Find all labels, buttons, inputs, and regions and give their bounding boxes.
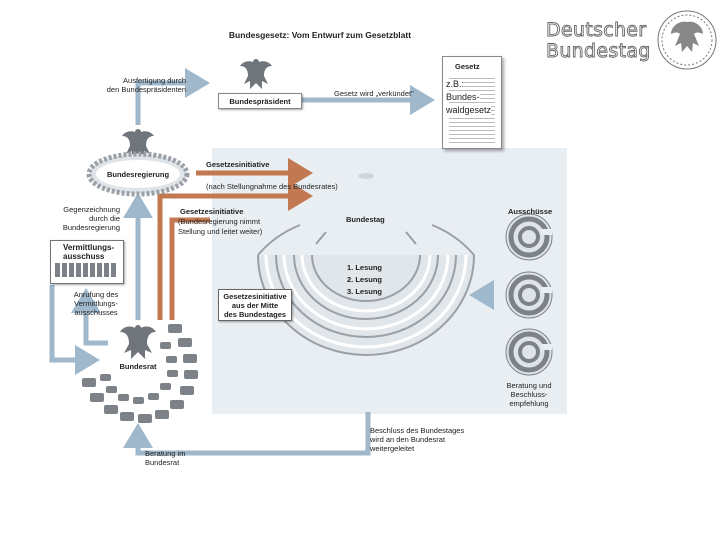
- lesung-2: 2. Lesung: [347, 275, 383, 284]
- initiative-1-note: (nach Stellungnahme des Bundesrates): [206, 182, 338, 191]
- bundespraesident-label: Bundespräsident: [229, 97, 291, 106]
- vermittlungsausschuss-box: Vermittlungs- ausschuss: [50, 240, 124, 284]
- gesetz-example-2: Bundes-: [446, 92, 480, 102]
- anrufung-line-1: Anrufung des: [73, 290, 119, 299]
- beratung-empfehlung-line-1: Beratung und: [506, 381, 552, 390]
- initiative-3-box: Gesetzesinitiative aus der Mitte des Bun…: [218, 289, 292, 321]
- eagle-icon: [240, 59, 272, 89]
- anrufung-line-3: ausschusses: [74, 308, 118, 317]
- ausfertigung-line-2: den Bundespräsidenten: [106, 85, 186, 94]
- initiative-2-note-2: Stellung und leitet weiter): [178, 227, 263, 236]
- initiative-2-title: Gesetzesinitiative: [180, 207, 244, 216]
- ausschuesse-label: Ausschüsse: [508, 207, 553, 216]
- ausfertigung-line-1: Ausfertigung durch: [123, 76, 186, 85]
- gesetz-doc-title: Gesetz: [455, 62, 480, 71]
- bundestag-logo-eagle: [657, 10, 717, 70]
- beratung-empfehlung-line-2: Beschluss-: [510, 390, 548, 399]
- gegenzeichnung-line-2: durch die: [89, 214, 120, 223]
- flow-arrows-blue: [49, 68, 494, 456]
- flow-arrows-orange: [157, 158, 313, 320]
- vermittlungsausschuss-line-1: Vermittlungs-: [63, 243, 115, 252]
- lesung-3: 3. Lesung: [347, 287, 383, 296]
- bundesrat-seats: [82, 324, 198, 423]
- initiative-3-line-3: des Bundestages: [223, 310, 287, 319]
- beschluss-line-2: wird an den Bundesrat: [370, 435, 446, 444]
- eagle-icon: [122, 129, 154, 159]
- initiative-2-note-1: (Bundesregierung nimmt: [178, 217, 261, 226]
- anrufung-line-2: Vermittlungs-: [74, 299, 118, 308]
- bundesregierung-ring: [86, 151, 190, 197]
- eagle-icon: [120, 325, 156, 359]
- gegenzeichnung-line-1: Gegenzeichnung: [63, 205, 120, 214]
- beratung-bundesrat-line-1: Beratung im: [145, 449, 186, 458]
- lesung-1: 1. Lesung: [347, 263, 383, 272]
- initiative-3-line-2: aus der Mitte: [231, 301, 279, 310]
- bundestag-label: Bundestag: [346, 215, 385, 224]
- bundesregierung-label: Bundesregierung: [106, 170, 170, 179]
- vermittlungsausschuss-line-2: ausschuss: [63, 252, 105, 261]
- gesetz-example-1: z.B.:: [446, 79, 465, 89]
- bundesrat-label: Bundesrat: [119, 362, 157, 371]
- gesetz-document: Gesetz: [442, 56, 502, 149]
- beschluss-line-3: weitergeleitet: [370, 444, 415, 453]
- bundestag-plenary: [257, 173, 475, 356]
- beschluss-line-1: Beschluss des Bundestages: [370, 426, 465, 435]
- logo-line-1: Deutscher: [546, 19, 647, 41]
- gegenzeichnung-line-3: Bundesregierung: [62, 223, 120, 232]
- beratung-empfehlung-line-3: empfehlung: [509, 399, 549, 408]
- beratung-bundesrat-line-2: Bundesrat: [145, 458, 180, 467]
- verkuendet-label: Gesetz wird „verkündet": [334, 89, 414, 98]
- page-title: Bundesgesetz: Vom Entwurf zum Gesetzblat…: [228, 30, 412, 40]
- bundespraesident-box: Bundespräsident: [218, 93, 302, 109]
- gesetz-example-3: waldgesetz: [446, 105, 492, 115]
- ausschuss-icons: [505, 213, 553, 376]
- initiative-1-title: Gesetzesinitiative: [206, 160, 270, 169]
- initiative-3-line-1: Gesetzesinitiative: [223, 292, 287, 301]
- logo-line-2: Bundestag: [546, 40, 651, 62]
